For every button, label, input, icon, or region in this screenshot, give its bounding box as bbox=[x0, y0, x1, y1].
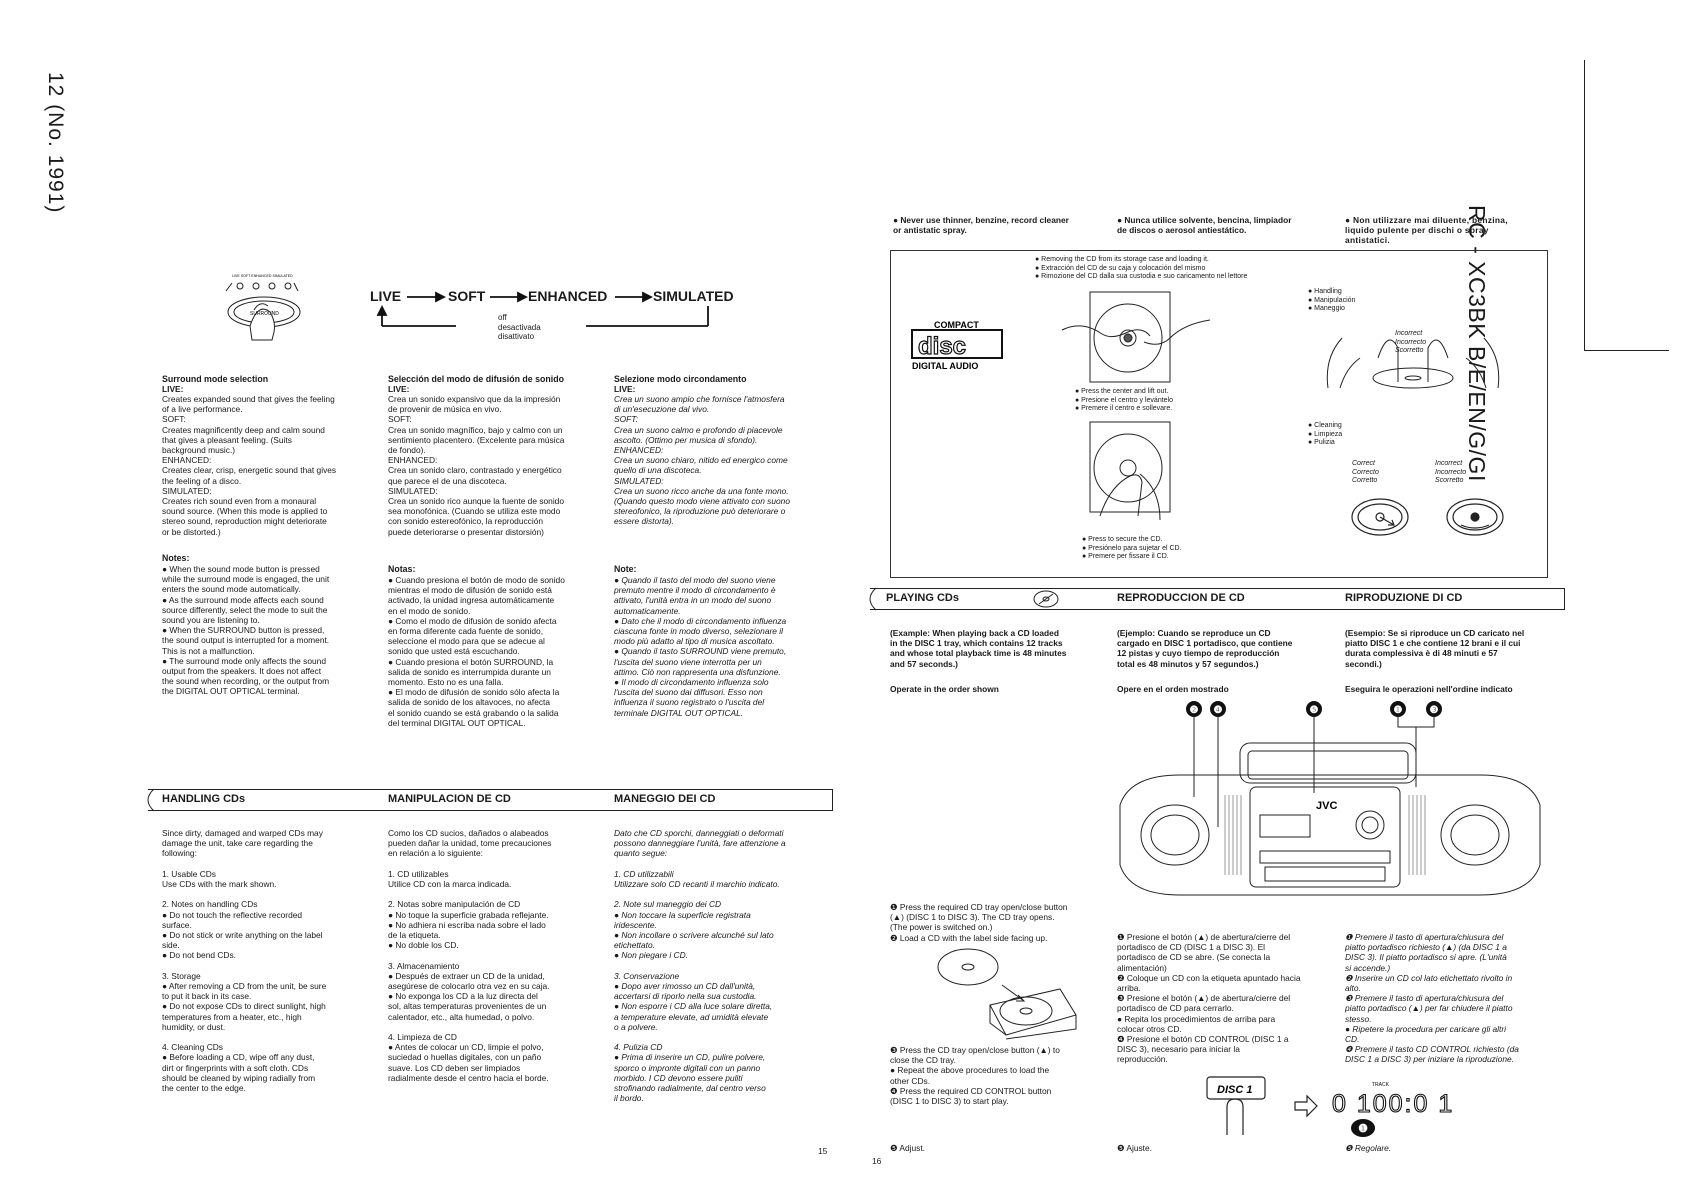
surround-notes-it: ● Quando il tasto del modo del suono vie… bbox=[614, 575, 787, 718]
svg-text:❶: ❶ bbox=[1394, 705, 1403, 716]
surround-notes-title-en: Notes: bbox=[162, 553, 190, 563]
surround-button-illustration: LIVE SOFT ENHANCED SIMULATED SURROUND bbox=[225, 274, 301, 341]
handling-text-it: Dato che CD sporchi, danneggiati o defor… bbox=[614, 828, 786, 1104]
disc1-button-illustration: DISC 1 bbox=[1206, 1076, 1266, 1135]
flow-arrows bbox=[376, 291, 709, 327]
playing-header-en: PLAYING CDs bbox=[886, 592, 959, 604]
surround-live-es: LIVE: bbox=[388, 384, 410, 394]
flow-off-label: off desactivada disattivato bbox=[498, 313, 541, 341]
surround-live-it: LIVE: bbox=[614, 384, 636, 394]
svg-text:❶: ❶ bbox=[1358, 1123, 1368, 1135]
cd-handling-caption: ● Handling ● Manipulación ● Maneggio bbox=[1308, 288, 1356, 312]
cd-case-illustration-2 bbox=[1089, 421, 1171, 521]
disc-button-label: DISC 1 bbox=[1217, 1084, 1252, 1096]
svg-text:DIGITAL AUDIO: DIGITAL AUDIO bbox=[912, 361, 978, 371]
page-number-left: 15 bbox=[818, 1146, 828, 1156]
playing-example-es: (Ejemplo: Cuando se reproduce un CD carg… bbox=[1117, 628, 1293, 669]
surround-title-en: Surround mode selection bbox=[162, 374, 269, 384]
playing-example-it: (Esempio: Se si riproduce un CD caricato… bbox=[1345, 628, 1525, 669]
page-label: 12 (No. 1991) bbox=[44, 72, 67, 214]
handling-header-en: HANDLING CDs bbox=[162, 793, 246, 805]
cd-cleaning-illustration bbox=[1351, 498, 1504, 536]
playing-header-it: RIPRODUZIONE DI CD bbox=[1345, 592, 1463, 604]
playing-example-en: (Example: When playing back a CD loaded … bbox=[890, 628, 1067, 669]
playing-header-es: REPRODUCCION DE CD bbox=[1117, 592, 1245, 604]
surround-body-en: Creates expanded sound that gives the fe… bbox=[162, 394, 337, 537]
svg-text:disc: disc bbox=[918, 333, 966, 360]
cd-press-center-caption: ● Press the center and lift out. ● Presi… bbox=[1075, 388, 1174, 412]
handling-header-es: MANIPULACION DE CD bbox=[388, 793, 511, 805]
playing-adjust-en: ❺ Adjust. bbox=[890, 1143, 925, 1153]
brand-label: JVC bbox=[1316, 800, 1337, 812]
compact-disc-logo: COMPACT disc DIGITAL AUDIO bbox=[911, 320, 1003, 371]
boombox-illustration: ❷ ❹ ❺ ❶ ❸ JVC bbox=[1119, 701, 1541, 896]
surround-notes-title-es: Notas: bbox=[388, 564, 416, 574]
svg-text:❺: ❺ bbox=[1310, 705, 1319, 716]
model-title-rule-bottom bbox=[1584, 350, 1669, 351]
svg-text:❸: ❸ bbox=[1430, 705, 1439, 716]
surround-title-es: Selección del modo de difusión de sonido bbox=[388, 374, 564, 384]
flow-soft: SOFT bbox=[448, 288, 486, 304]
svg-text:❹: ❹ bbox=[1214, 705, 1223, 716]
cd-incorrect-caption: Incorrect Incorrecto Scorretto bbox=[1395, 330, 1427, 354]
surround-notes-es: ● Cuando presiona el botón de modo de so… bbox=[388, 575, 565, 728]
cd-incorrect2-caption: Incorrect Incorrecto Scorretto bbox=[1435, 460, 1467, 484]
playing-order-it: Eseguira le operazioni nell'ordine indic… bbox=[1345, 684, 1513, 694]
page-number-right: 16 bbox=[872, 1156, 882, 1166]
svg-text:COMPACT: COMPACT bbox=[934, 320, 979, 330]
cd-cleaning-caption: ● Cleaning ● Limpieza ● Pulizia bbox=[1308, 422, 1343, 446]
playing-steps-en-b: ❸ Press the CD tray open/close button (▲… bbox=[890, 1045, 1060, 1107]
flow-simulated: SIMULATED bbox=[653, 288, 734, 304]
playing-order-en: Operate in the order shown bbox=[890, 684, 999, 694]
cd-icon bbox=[1033, 590, 1059, 608]
time-display: TRACK 0 100:0 1 bbox=[1331, 1082, 1454, 1119]
model-title-rule bbox=[1584, 60, 1585, 350]
indicator-labels: LIVE SOFT ENHANCED SIMULATED bbox=[232, 274, 293, 278]
flow-live: LIVE bbox=[370, 288, 402, 304]
playing-adjust-it: ❺ Regolare. bbox=[1345, 1143, 1392, 1153]
svg-text:0 100:0 1: 0 100:0 1 bbox=[1332, 1090, 1454, 1118]
track-label: TRACK bbox=[1372, 1082, 1390, 1088]
handling-text-es: Como los CD sucios, dañados o alabeados … bbox=[388, 828, 552, 1083]
cd-case-illustration-1 bbox=[1061, 291, 1211, 383]
cd-tray-loading-illustration bbox=[937, 948, 1077, 1040]
warning-en: ● Never use thinner, benzine, record cle… bbox=[893, 215, 1069, 236]
surround-button-label: SURROUND bbox=[250, 311, 279, 317]
handling-section-header: HANDLING CDs MANIPULACION DE CD MANEGGIO… bbox=[147, 788, 833, 812]
svg-text:❷: ❷ bbox=[1190, 705, 1199, 716]
handling-text-en: Since dirty, damaged and warped CDs may … bbox=[162, 828, 327, 1094]
playing-order-es: Opere en el orden mostrado bbox=[1117, 684, 1229, 694]
surround-notes-title-it: Note: bbox=[614, 564, 637, 574]
surround-title-it: Selezione modo circondamento bbox=[614, 374, 747, 384]
surround-live-en: LIVE: bbox=[162, 384, 184, 394]
warning-it: ● Non utilizzare mai diluente, benzina, … bbox=[1345, 215, 1508, 246]
playing-adjust-es: ❺ Ajuste. bbox=[1117, 1143, 1152, 1153]
surround-body-es: Crea un sonido expansivo que da la impre… bbox=[388, 394, 565, 537]
cd-handling-hands-illustration bbox=[1326, 337, 1500, 389]
cd-handling-box bbox=[890, 250, 1548, 578]
right-arrow-icon bbox=[1294, 1094, 1318, 1118]
playing-steps-en-a: ❶ Press the required CD tray open/close … bbox=[890, 902, 1068, 943]
surround-body-it: Crea un suono ampio che fornisce l'atmos… bbox=[614, 394, 790, 527]
handling-header-it: MANEGGIO DEI CD bbox=[614, 793, 716, 805]
step1-circle-icon: ❶ bbox=[1351, 1119, 1375, 1137]
surround-notes-en: ● When the sound mode button is pressed … bbox=[162, 564, 330, 697]
warning-es: ● Nunca utilice solvente, bencina, limpi… bbox=[1117, 215, 1292, 236]
playing-steps-es: ❶ Presione el botón (▲) de abertura/cier… bbox=[1117, 932, 1301, 1065]
playing-steps-it: ❶ Premere il tasto di apertura/chiusura … bbox=[1345, 932, 1519, 1065]
cd-removing-caption: ● Removing the CD from its storage case … bbox=[1035, 256, 1248, 280]
cd-correct-caption: Correct Correcto Corretto bbox=[1352, 460, 1379, 484]
flow-enhanced: ENHANCED bbox=[528, 288, 608, 304]
cd-press-secure-caption: ● Press to secure the CD. ● Presiónelo p… bbox=[1082, 536, 1182, 560]
playing-section-header: PLAYING CDs REPRODUCCION DE CD RIPRODUZI… bbox=[869, 587, 1565, 611]
